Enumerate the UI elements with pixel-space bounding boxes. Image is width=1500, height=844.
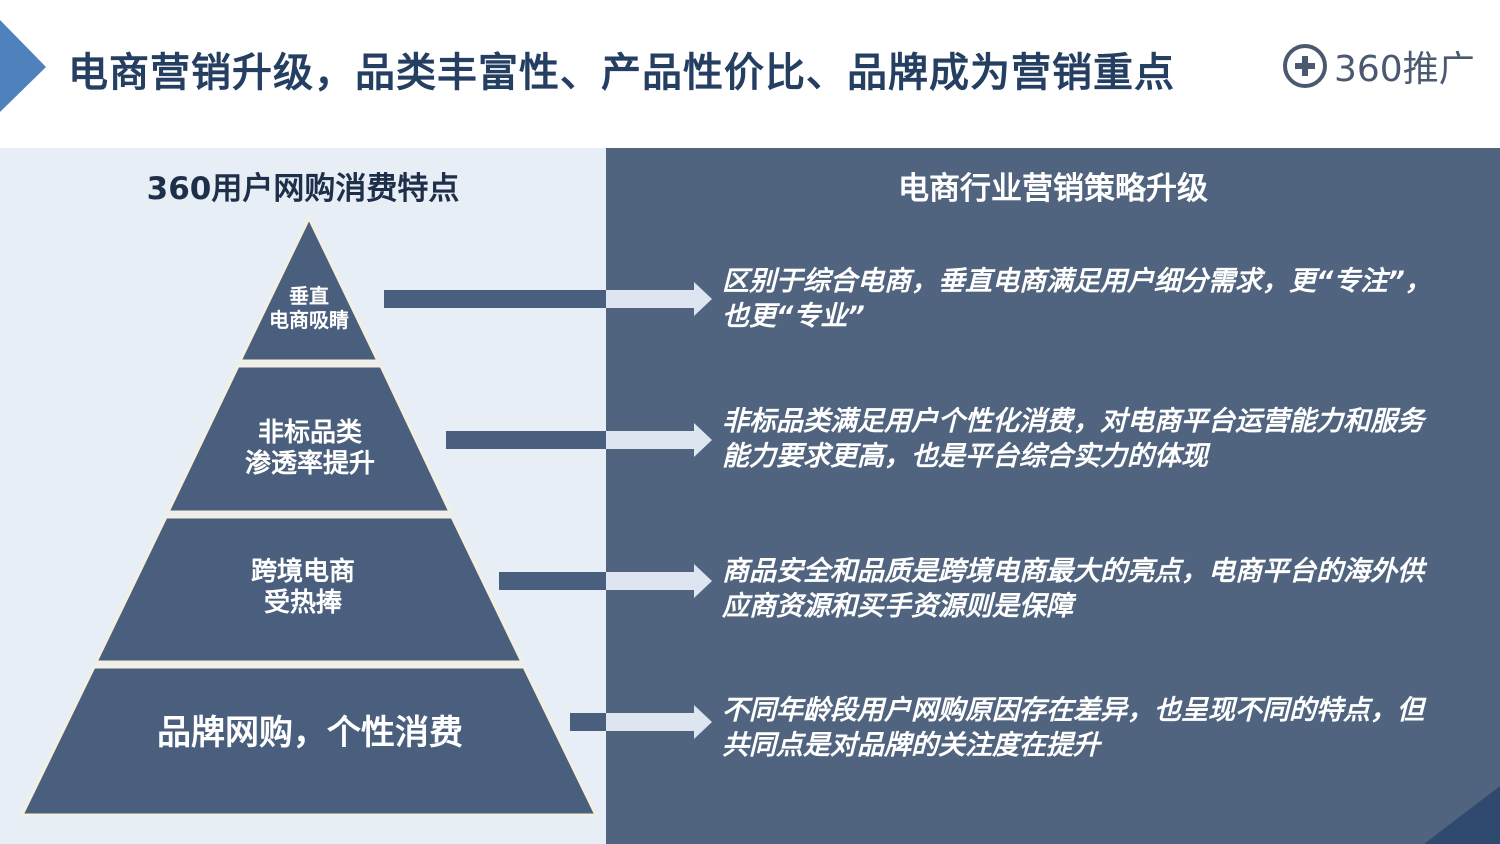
arrow-right-icon — [606, 564, 712, 598]
logo-text: 360推广 — [1334, 49, 1475, 90]
tier-3-label: 跨境电商受热捧 — [250, 557, 355, 619]
connector-bar-4 — [570, 713, 606, 731]
title-chevron — [0, 20, 46, 112]
tier-2-label: 非标品类渗透率提升 — [244, 418, 375, 480]
connector-bar-3 — [499, 572, 606, 590]
connector-bar-1 — [384, 290, 606, 308]
tier-1-label: 垂直电商吸睛 — [269, 284, 349, 332]
pyramid-tier-1 — [237, 214, 381, 363]
page-title: 电商营销升级，品类丰富性、产品性价比、品牌成为营销重点 — [68, 50, 1175, 96]
arrow-right-icon — [606, 705, 712, 739]
strategy-item-1: 区别于综合电商，垂直电商满足用户细分需求，更“专注”，也更“专业” — [722, 266, 1432, 332]
corner-decoration — [1424, 786, 1500, 844]
right-heading: 电商行业营销策略升级 — [898, 171, 1208, 207]
right-panel — [606, 148, 1500, 844]
left-heading: 360用户网购消费特点 — [146, 171, 460, 207]
pyramid-tier-3 — [93, 515, 525, 664]
plus-circle-icon — [1283, 44, 1327, 88]
pyramid-tier-4 — [19, 665, 599, 817]
strategy-item-3: 商品安全和品质是跨境电商最大的亮点，电商平台的海外供应商资源和买手资源则是保障 — [722, 556, 1424, 622]
arrow-right-icon — [606, 423, 712, 457]
strategy-item-4: 不同年龄段用户网购原因存在差异，也呈现不同的特点，但共同点是对品牌的关注度在提升 — [722, 695, 1424, 761]
tier-4-label: 品牌网购，个性消费 — [157, 713, 463, 753]
strategy-item-2: 非标品类满足用户个性化消费，对电商平台运营能力和服务能力要求更高，也是平台综合实… — [722, 406, 1424, 472]
connector-bar-2 — [446, 431, 606, 449]
pyramid-tier-2 — [165, 364, 453, 514]
arrow-right-icon — [606, 282, 712, 316]
arrows — [384, 282, 712, 739]
logo-360: 360推广 — [1282, 40, 1475, 92]
